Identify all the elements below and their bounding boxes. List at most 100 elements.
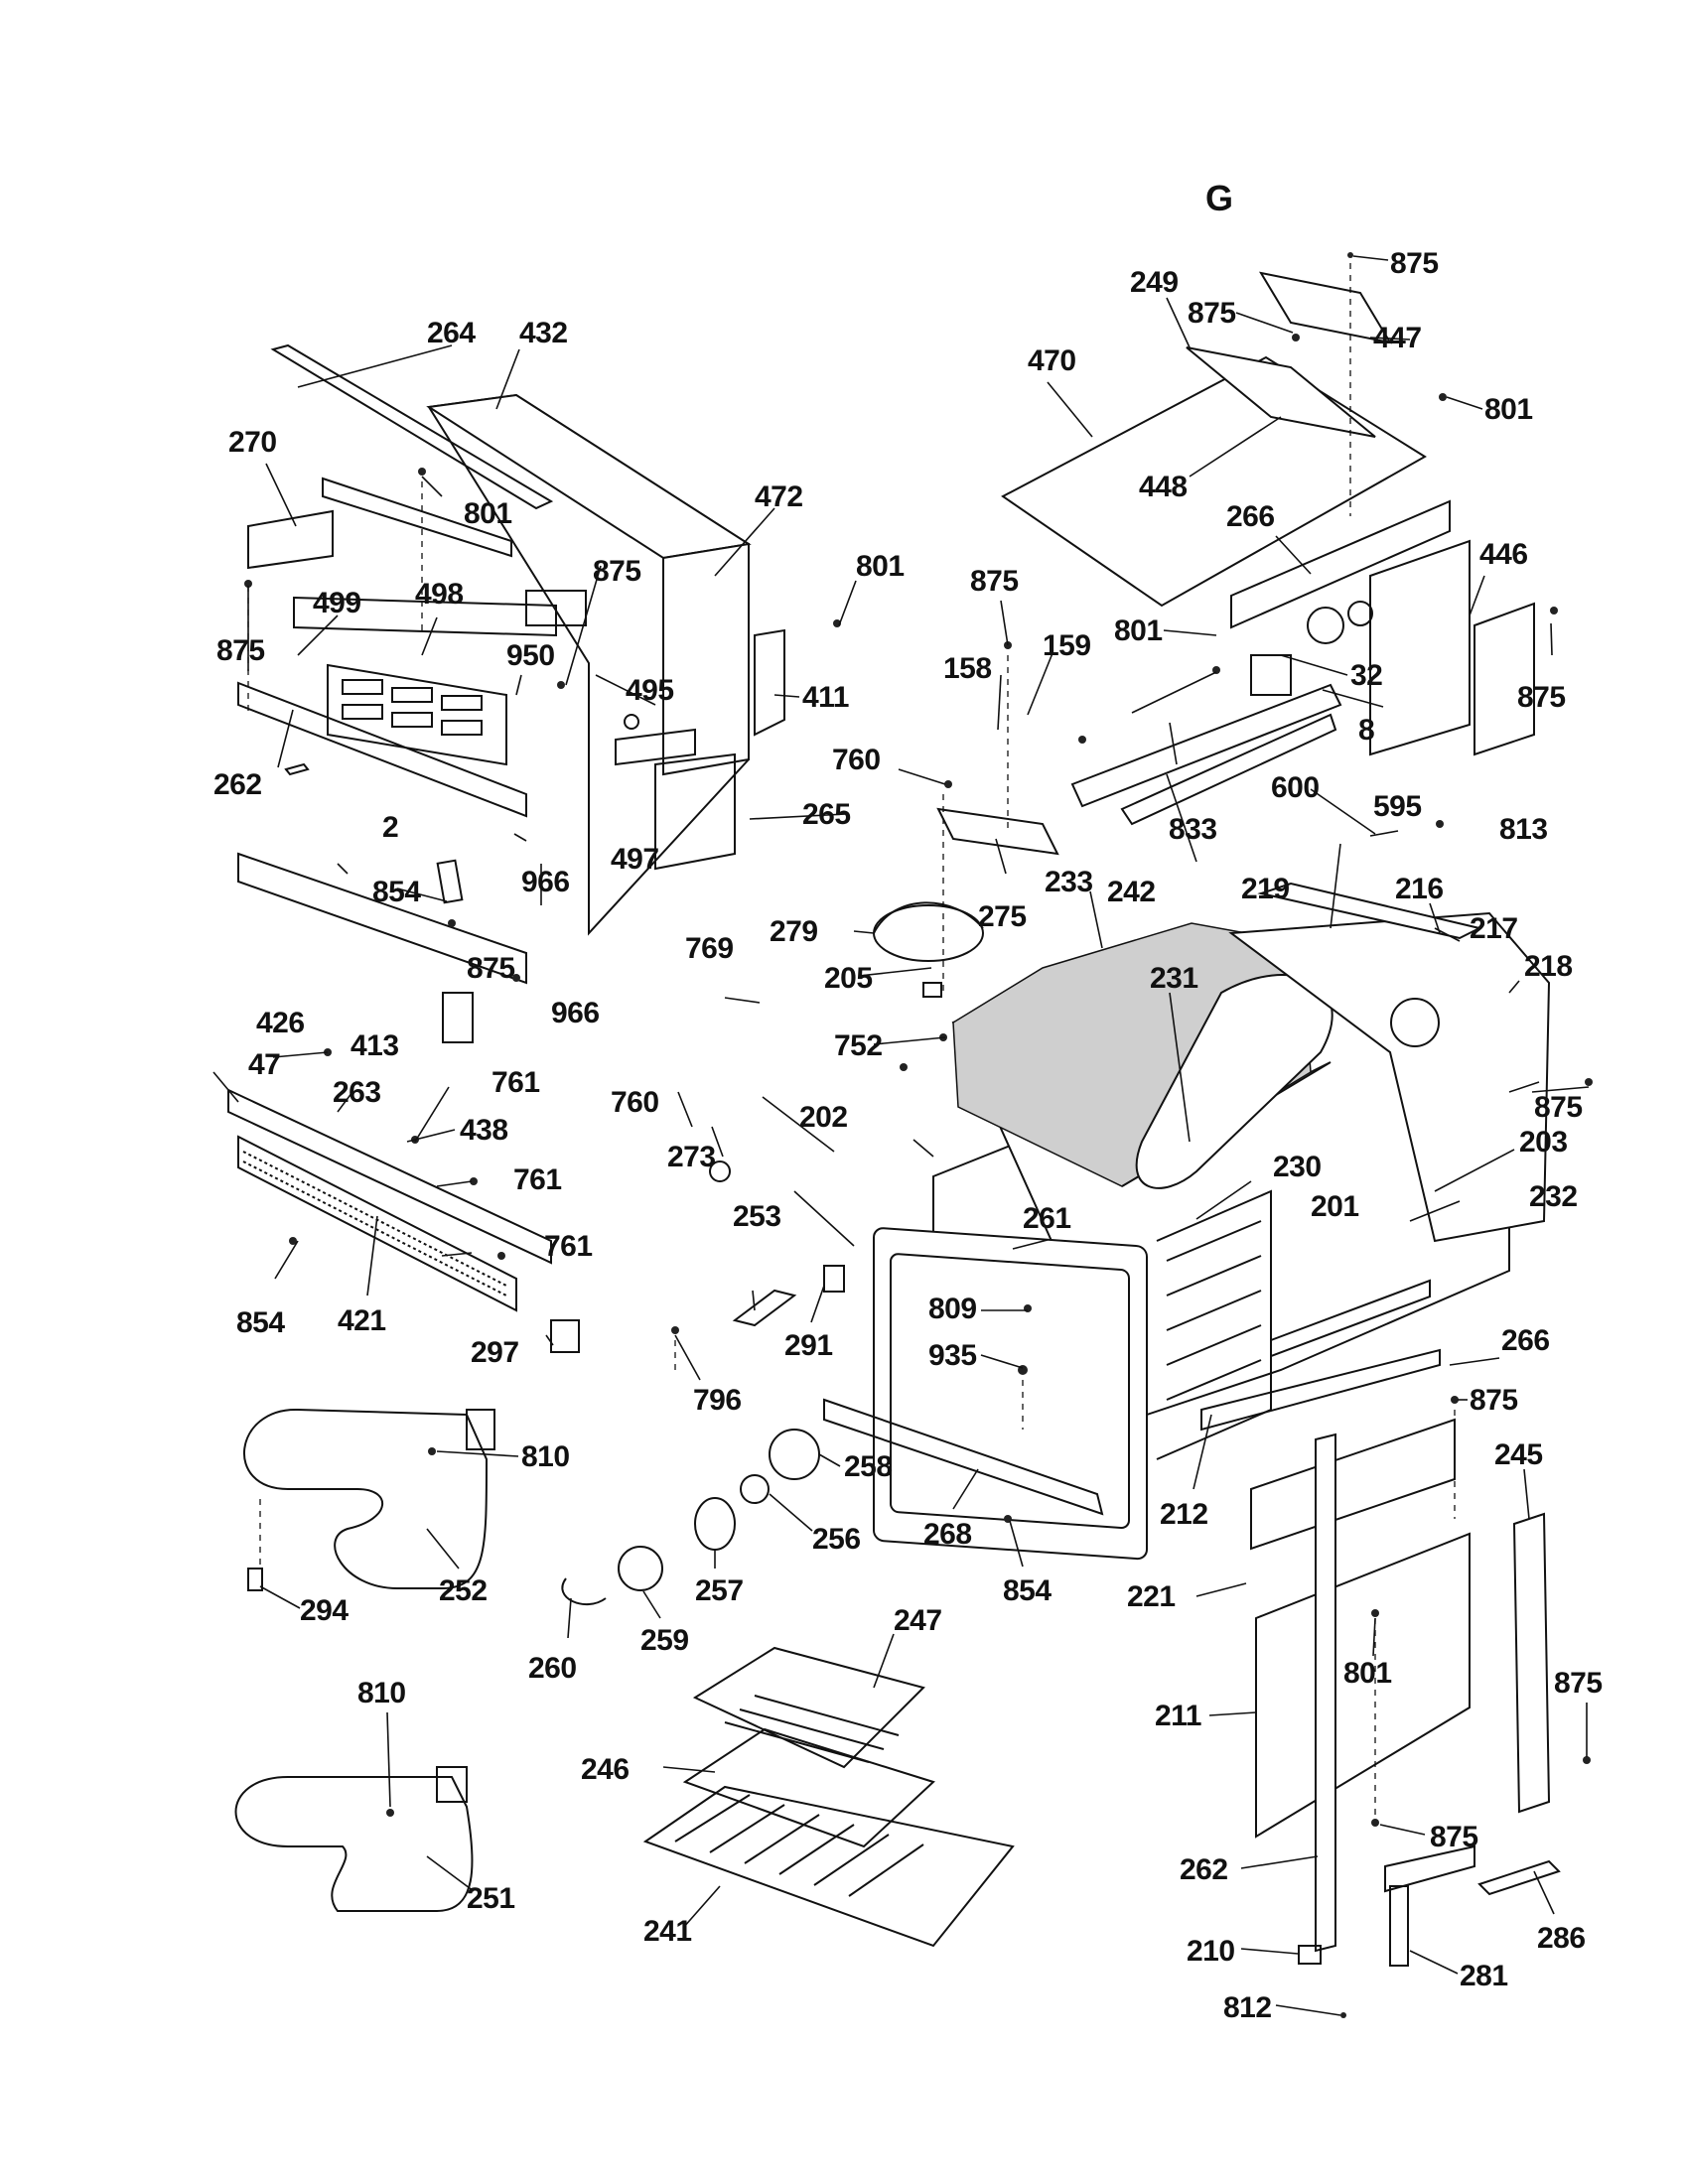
side-panel-illustration — [1250, 1418, 1561, 1967]
part-label: 875 — [1534, 1091, 1583, 1124]
part-label: 230 — [1273, 1151, 1322, 1183]
part-label: 281 — [1460, 1960, 1508, 1992]
part-label: 801 — [464, 497, 512, 530]
part-label: 760 — [832, 744, 881, 776]
part-label: 232 — [1529, 1180, 1578, 1213]
part-label: 935 — [928, 1339, 977, 1372]
part-label: 286 — [1537, 1922, 1586, 1955]
part-label: 262 — [1180, 1853, 1228, 1886]
part-label: 854 — [372, 876, 421, 908]
part-label: 202 — [799, 1101, 848, 1134]
part-label: 801 — [1343, 1657, 1392, 1690]
part-label: 875 — [1554, 1667, 1603, 1700]
part-label: 221 — [1127, 1580, 1176, 1613]
part-label: 233 — [1045, 866, 1093, 898]
fasteners-illustration — [244, 252, 1593, 2018]
part-label: 212 — [1160, 1498, 1208, 1531]
part-label: 497 — [611, 843, 659, 876]
part-label: 260 — [528, 1652, 577, 1685]
part-label: 498 — [415, 578, 464, 611]
part-label: 217 — [1470, 912, 1518, 945]
part-label: 801 — [1114, 614, 1163, 647]
part-label: 796 — [693, 1384, 742, 1417]
part-label: 265 — [802, 798, 851, 831]
part-label: 600 — [1271, 771, 1320, 804]
part-label: 966 — [551, 997, 600, 1029]
part-label: 47 — [248, 1048, 280, 1081]
part-label: 256 — [812, 1523, 861, 1556]
part-label: 813 — [1499, 813, 1548, 846]
leader-lines — [212, 255, 1590, 2016]
part-label: 875 — [467, 952, 515, 985]
part-label: 413 — [351, 1029, 399, 1062]
part-label: 760 — [611, 1086, 659, 1119]
part-label: 261 — [1023, 1202, 1071, 1235]
part-label: 966 — [521, 866, 570, 898]
part-label: 812 — [1223, 1991, 1272, 2024]
part-label: 159 — [1043, 629, 1091, 662]
part-label: 241 — [643, 1915, 692, 1948]
part-label: 875 — [216, 634, 265, 667]
part-label: 769 — [685, 932, 734, 965]
part-label: 211 — [1155, 1700, 1201, 1732]
part-label: 259 — [640, 1624, 689, 1657]
part-label: 216 — [1395, 873, 1444, 905]
part-label: 264 — [427, 317, 476, 349]
bracket-light-illustration — [561, 807, 1059, 1606]
part-label: 231 — [1150, 962, 1198, 995]
part-label: 833 — [1169, 813, 1217, 846]
part-label: 275 — [978, 900, 1027, 933]
part-label: 432 — [519, 317, 568, 349]
part-label: 810 — [521, 1440, 570, 1473]
part-labels: 875 249 875 447 470 801 448 266 446 801 … — [213, 247, 1603, 2024]
part-label: 245 — [1494, 1438, 1543, 1471]
part-label: 875 — [1188, 297, 1236, 330]
part-label: 8 — [1358, 714, 1374, 747]
part-label: 2 — [382, 811, 398, 844]
part-label: 270 — [228, 426, 277, 459]
part-label: 246 — [581, 1753, 630, 1786]
part-label: 752 — [834, 1029, 883, 1062]
part-label: 448 — [1139, 471, 1188, 503]
oven-body-illustration — [823, 882, 1551, 1561]
part-label: 218 — [1524, 950, 1573, 983]
part-label: 438 — [460, 1114, 508, 1147]
part-label: 263 — [333, 1076, 381, 1109]
vent-trim-illustration — [227, 1088, 580, 1353]
part-label: 426 — [256, 1007, 305, 1039]
part-label: 875 — [970, 565, 1019, 598]
part-label: 273 — [667, 1141, 716, 1173]
part-label: 875 — [1517, 681, 1566, 714]
part-label: 32 — [1350, 659, 1382, 692]
part-label: 854 — [1003, 1574, 1052, 1607]
part-label: 203 — [1519, 1126, 1568, 1159]
part-label: 875 — [593, 555, 641, 588]
part-label: 875 — [1390, 247, 1439, 280]
part-label: 266 — [1226, 500, 1275, 533]
part-label: 201 — [1311, 1190, 1359, 1223]
part-label: 447 — [1373, 322, 1422, 354]
part-label: 210 — [1187, 1935, 1235, 1968]
part-label: 875 — [1470, 1384, 1518, 1417]
pan-rack-illustration — [642, 1646, 1015, 1948]
part-label: 158 — [943, 652, 992, 685]
part-label: 761 — [544, 1230, 593, 1263]
part-label: 446 — [1479, 538, 1528, 571]
part-label: 470 — [1028, 344, 1076, 377]
part-label: 258 — [844, 1450, 893, 1483]
part-label: 219 — [1241, 873, 1290, 905]
part-label: 249 — [1130, 266, 1179, 299]
part-illustrations — [227, 252, 1593, 2018]
part-label: 252 — [439, 1574, 488, 1607]
part-label: 242 — [1107, 876, 1156, 908]
part-label: 257 — [695, 1574, 744, 1607]
part-label: 810 — [357, 1677, 406, 1709]
part-label: 499 — [313, 587, 361, 619]
cabinet-wrapper-illustration — [237, 343, 785, 1043]
part-label: 251 — [467, 1882, 515, 1915]
part-label: 801 — [1484, 393, 1533, 426]
part-label: 297 — [471, 1336, 519, 1369]
part-label: 262 — [213, 768, 262, 801]
part-label: 854 — [236, 1306, 285, 1339]
